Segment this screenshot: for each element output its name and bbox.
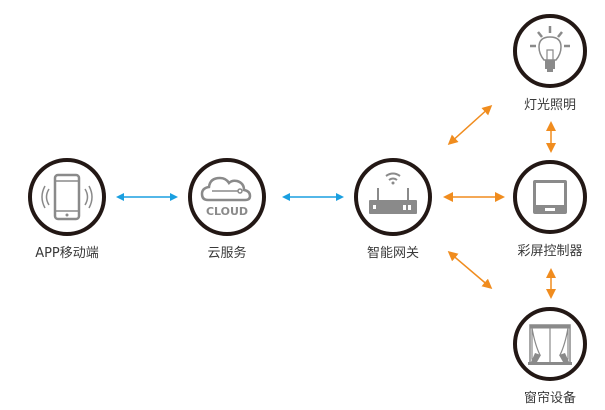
smartphone-icon <box>41 173 93 221</box>
node-cloud-circle <box>188 158 266 236</box>
curtain-icon <box>528 324 572 365</box>
svg-text:CLOUD: CLOUD <box>206 205 248 218</box>
arrow-gateway-curtain <box>447 251 493 289</box>
arrow-gateway-lighting <box>447 104 493 146</box>
node-app-label: APP移动端 <box>35 246 99 261</box>
node-screen-circle <box>513 160 587 234</box>
cloud-icon: CLOUD <box>200 176 252 218</box>
monitor-icon <box>533 180 567 214</box>
node-app-circle <box>28 158 106 236</box>
node-screen-label: 彩屏控制器 <box>517 244 583 259</box>
node-gateway-label: 智能网关 <box>366 246 419 261</box>
lightbulb-icon <box>530 26 570 72</box>
node-curtain-label: 窗帘设备 <box>523 391 576 406</box>
node-lighting-label: 灯光照明 <box>523 98 576 113</box>
node-gateway-circle <box>354 158 432 236</box>
node-cloud-label: 云服务 <box>207 246 247 261</box>
router-icon <box>369 172 417 214</box>
